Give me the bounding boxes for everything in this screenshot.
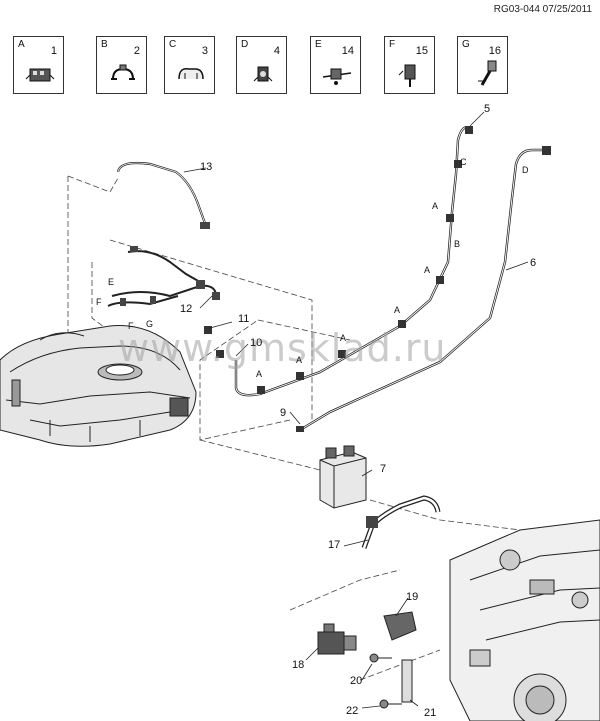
clip-label-a: A — [394, 305, 401, 315]
legend-letter: B — [101, 39, 108, 50]
push-pin-clip-icon — [398, 64, 416, 87]
clip-label-g: G — [146, 319, 154, 329]
legend-letter: G — [462, 39, 470, 50]
legend-box-g: G 16 — [457, 36, 508, 94]
callout-17: 17 — [328, 539, 341, 551]
pipe-clips — [204, 126, 551, 432]
clip-label-c: C — [460, 157, 467, 167]
connector-clip-icon — [25, 68, 55, 82]
legend-number: 2 — [133, 45, 140, 57]
pipe-6 — [299, 148, 548, 432]
callout-12: 12 — [180, 303, 193, 315]
callout-10: 10 — [250, 337, 263, 349]
evap-canister-7 — [319, 445, 367, 509]
legend-number: 1 — [50, 45, 57, 57]
vapor-harness-12 — [107, 250, 218, 307]
drawing-reference: RG03-044 07/25/2011 — [493, 4, 592, 15]
clip-label-f: F — [128, 321, 134, 331]
clip-label-a: A — [432, 201, 439, 211]
legend-number: 3 — [201, 45, 208, 57]
pipe-5 — [234, 126, 471, 397]
clip-label-b: B — [454, 239, 461, 249]
callout-9: 9 — [280, 407, 287, 419]
clip-label-a: A — [256, 369, 263, 379]
purge-hose-17 — [361, 495, 441, 549]
callout-18: 18 — [292, 659, 305, 671]
hose-clamp-icon — [111, 64, 135, 80]
bracket-19 — [383, 611, 417, 641]
callout-6: 6 — [530, 257, 537, 269]
legend-letter: E — [315, 39, 322, 50]
legend-number: 15 — [415, 45, 428, 57]
legend-letter: D — [241, 39, 249, 50]
legend-box-a: A 1 — [13, 36, 64, 94]
callout-13: 13 — [200, 161, 213, 173]
clip-label-a: A — [296, 355, 303, 365]
clip-label-a: A — [424, 265, 431, 275]
fasteners — [369, 653, 413, 709]
callout-leaders — [183, 111, 529, 709]
legend-number: 14 — [341, 45, 354, 57]
callout-5: 5 — [484, 103, 491, 115]
clip-label-f: F — [96, 297, 102, 307]
line-retainer-icon — [178, 67, 204, 80]
legend-number: 16 — [488, 45, 501, 57]
legend-letter: C — [169, 39, 177, 50]
legend-box-e: E 14 — [310, 36, 361, 94]
legend-letter: A — [18, 39, 25, 50]
purge-solenoid-18 — [317, 623, 357, 655]
fuel-tank — [0, 325, 197, 447]
pipe-clip-icon — [253, 66, 273, 82]
callout-20: 20 — [350, 675, 363, 687]
bracket-clip-icon — [322, 68, 352, 85]
callout-7: 7 — [380, 463, 387, 475]
legend-box-f: F 15 — [384, 36, 435, 94]
callout-19: 19 — [406, 591, 419, 603]
clip-label-a: A — [340, 333, 347, 343]
callout-21: 21 — [424, 707, 437, 719]
leader-dash-lines — [67, 175, 561, 681]
legend-box-c: C 3 — [164, 36, 215, 94]
clip-label-d: D — [522, 165, 529, 175]
callout-11: 11 — [238, 313, 250, 325]
quick-connector-icon — [478, 60, 497, 86]
callout-22: 22 — [346, 705, 359, 717]
legend-letter: F — [389, 39, 396, 50]
legend-box-d: D 4 — [236, 36, 287, 94]
legend-box-b: B 2 — [96, 36, 147, 94]
pipe-13 — [116, 161, 208, 227]
engine-block — [449, 519, 600, 721]
legend-number: 4 — [273, 45, 280, 57]
clip-label-e: E — [108, 277, 115, 287]
